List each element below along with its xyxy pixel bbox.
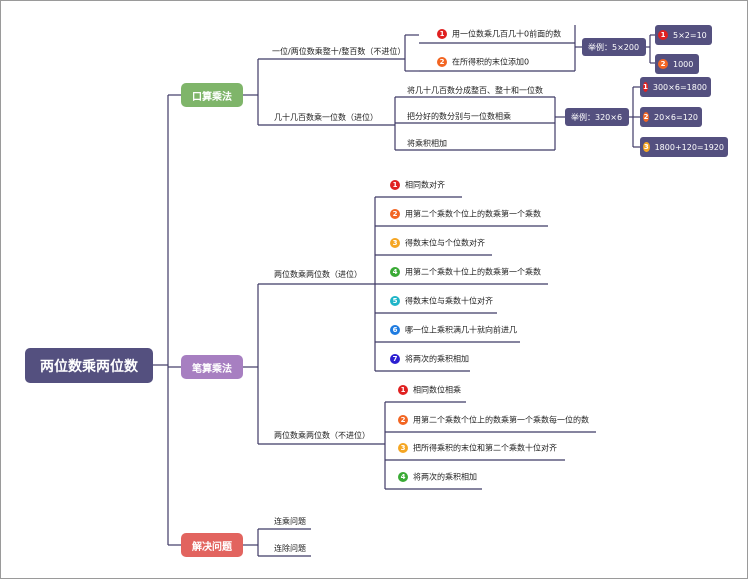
badge-6-icon: 6 bbox=[390, 325, 400, 335]
step-text: 将两次的乘积相加 bbox=[405, 354, 469, 364]
badge-1-icon: 1 bbox=[437, 29, 447, 39]
written-branch2-step-4: 4 将两次的乘积相加 bbox=[398, 472, 477, 483]
problem-item-1: 连乘问题 bbox=[274, 517, 306, 526]
written-branch1-step-3: 3 得数末位与个位数对齐 bbox=[390, 238, 485, 249]
written-branch1-step-5: 5 得数末位与乘数十位对齐 bbox=[390, 296, 493, 307]
oral-branch1-example: 举例：5×200 bbox=[582, 38, 646, 56]
oral-branch2-label: 几十几百数乘一位数（进位） bbox=[274, 113, 378, 122]
oral-branch2-step-3: 将乘积相加 bbox=[407, 139, 447, 148]
oral-branch1-step-2: 2 在所得积的末位添加0 bbox=[437, 57, 529, 68]
category-problem-label: 解决问题 bbox=[192, 541, 232, 553]
badge-5-icon: 5 bbox=[390, 296, 400, 306]
step-text: 得数末位与乘数十位对齐 bbox=[405, 296, 493, 306]
written-branch2-step-1: 1 相同数位相乘 bbox=[398, 385, 461, 396]
step-text: 哪一位上乘积满几十就向前进几 bbox=[405, 325, 517, 335]
written-branch1-step-2: 2 用第二个乘数个位上的数乘第一个乘数 bbox=[390, 209, 541, 220]
oral-branch1-step-1: 1 用一位数乘几百几十0前面的数 bbox=[437, 29, 561, 40]
oral-branch1-label: 一位/两位数乘整十/整百数（不进位） bbox=[272, 47, 406, 56]
step-text: 用一位数乘几百几十0前面的数 bbox=[452, 29, 562, 39]
oral-branch2-result-2: 2 20×6=120 bbox=[640, 107, 702, 127]
step-text: 相同数对齐 bbox=[405, 180, 445, 190]
step-text: 将两次的乘积相加 bbox=[413, 472, 477, 482]
result-text: 300×6=1800 bbox=[652, 82, 707, 92]
oral-branch2-result-3: 3 1800+120=1920 bbox=[640, 137, 728, 157]
badge-4-icon: 4 bbox=[390, 267, 400, 277]
written-branch2-label: 两位数乘两位数（不进位） bbox=[274, 431, 370, 440]
badge-1-icon: 1 bbox=[390, 180, 400, 190]
written-branch2-step-3: 3 把所得乘积的末位和第二个乘数十位对齐 bbox=[398, 443, 557, 454]
oral-branch1-result-1: 1 5×2=10 bbox=[655, 25, 712, 45]
badge-2-icon: 2 bbox=[437, 57, 447, 67]
root-label: 两位数乘两位数 bbox=[40, 358, 138, 375]
badge-2-icon: 2 bbox=[398, 415, 408, 425]
example-text: 举例：5×200 bbox=[588, 42, 640, 52]
oral-branch2-result-1: 1 300×6=1800 bbox=[640, 77, 711, 97]
step-text: 在所得积的末位添加0 bbox=[452, 57, 530, 67]
category-oral-multiplication: 口算乘法 bbox=[181, 83, 243, 107]
badge-4-icon: 4 bbox=[398, 472, 408, 482]
badge-3-icon: 3 bbox=[398, 443, 408, 453]
written-branch1-step-6: 6 哪一位上乘积满几十就向前进几 bbox=[390, 325, 517, 336]
category-written-multiplication: 笔算乘法 bbox=[181, 355, 243, 379]
written-branch1-step-1: 1 相同数对齐 bbox=[390, 180, 445, 191]
step-text: 用第二个乘数十位上的数乘第一个乘数 bbox=[405, 267, 541, 277]
example-text: 举例：320×6 bbox=[571, 112, 623, 122]
step-text: 把所得乘积的末位和第二个乘数十位对齐 bbox=[413, 443, 557, 453]
result-text: 1000 bbox=[673, 59, 694, 69]
oral-branch2-example: 举例：320×6 bbox=[565, 108, 629, 126]
step-text: 用第二个乘数个位上的数乘第一个乘数 bbox=[405, 209, 541, 219]
oral-branch1-result-2: 2 1000 bbox=[655, 54, 699, 74]
result-text: 5×2=10 bbox=[673, 30, 707, 40]
written-branch1-label: 两位数乘两位数（进位） bbox=[274, 270, 362, 279]
oral-branch2-step-1: 将几十几百数分成整百、整十和一位数 bbox=[407, 86, 543, 95]
written-branch1-step-4: 4 用第二个乘数十位上的数乘第一个乘数 bbox=[390, 267, 541, 278]
badge-1-icon: 1 bbox=[643, 82, 648, 92]
badge-7-icon: 7 bbox=[390, 354, 400, 364]
result-text: 1800+120=1920 bbox=[654, 142, 724, 152]
step-text: 得数末位与个位数对齐 bbox=[405, 238, 485, 248]
written-branch1-step-7: 7 将两次的乘积相加 bbox=[390, 354, 469, 365]
written-branch2-step-2: 2 用第二个乘数个位上的数乘第一个乘数每一位的数 bbox=[398, 415, 589, 426]
category-oral-label: 口算乘法 bbox=[192, 91, 232, 103]
root-node: 两位数乘两位数 bbox=[25, 348, 153, 383]
problem-item-2: 连除问题 bbox=[274, 544, 306, 553]
badge-2-icon: 2 bbox=[658, 59, 668, 69]
badge-3-icon: 3 bbox=[390, 238, 400, 248]
badge-1-icon: 1 bbox=[398, 385, 408, 395]
badge-2-icon: 2 bbox=[643, 112, 650, 122]
step-text: 相同数位相乘 bbox=[413, 385, 461, 395]
badge-3-icon: 3 bbox=[643, 142, 650, 152]
category-problem-solving: 解决问题 bbox=[181, 533, 243, 557]
badge-2-icon: 2 bbox=[390, 209, 400, 219]
oral-branch2-step-2: 把分好的数分别与一位数相乘 bbox=[407, 112, 511, 121]
category-written-label: 笔算乘法 bbox=[192, 363, 232, 375]
badge-1-icon: 1 bbox=[658, 30, 668, 40]
result-text: 20×6=120 bbox=[654, 112, 698, 122]
step-text: 用第二个乘数个位上的数乘第一个乘数每一位的数 bbox=[413, 415, 589, 425]
